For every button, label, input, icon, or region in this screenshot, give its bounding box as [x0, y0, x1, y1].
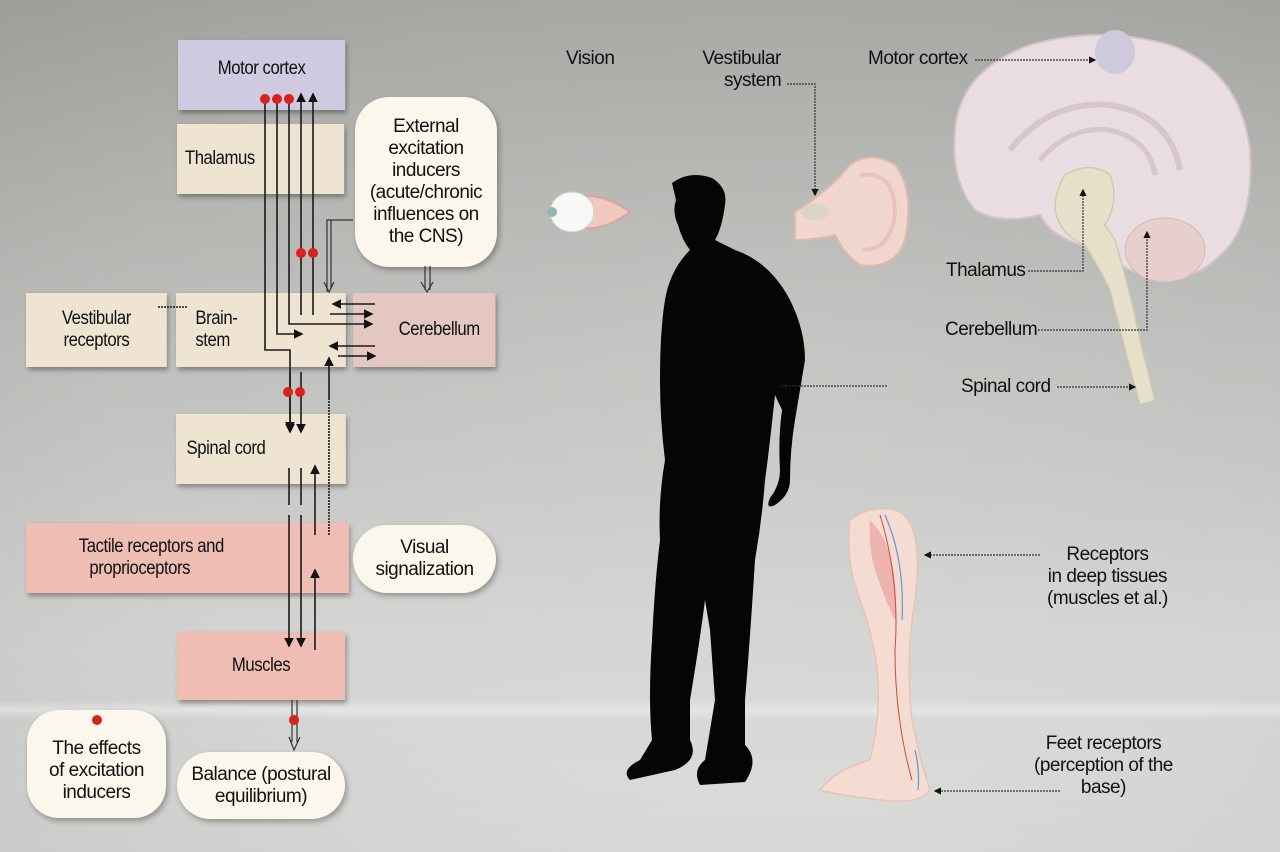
muscles-box-label: Muscles: [231, 655, 291, 676]
cerebellum-box-label: Cerebellum: [398, 319, 481, 340]
brainstem-line2: stem: [195, 330, 230, 351]
balance-line: equilibrium): [214, 785, 308, 807]
deep-receptors-line: in deep tissues: [1047, 566, 1168, 587]
external-inducers-bubble: External excitation inducers (acute/chro…: [355, 97, 497, 267]
tactile-line2: proprioceptors: [89, 558, 191, 579]
spinal-cord-label: Spinal cord: [961, 376, 1051, 397]
thalamus-box-label: Thalamus: [184, 148, 255, 169]
effects-legend-bubble: The effects of excitation inducers: [27, 710, 166, 818]
spinal-cord-box-label: Spinal cord: [186, 438, 266, 459]
thalamus-box: Thalamus: [177, 124, 345, 194]
deep-receptors-line: (muscles et al.): [1047, 588, 1168, 609]
cerebellum-label: Cerebellum: [945, 319, 1038, 340]
deep-receptors-line: Receptors: [1066, 544, 1149, 565]
external-inducers-line: the CNS): [388, 226, 464, 247]
deep-receptors-label: Receptors in deep tissues (muscles et al…: [1047, 544, 1168, 610]
brainstem-box: Brain- stem: [176, 293, 346, 367]
vestibular-system-line2: system: [724, 70, 782, 91]
balance-line: Balance (postural: [191, 763, 331, 785]
visual-signalization-line: Visual: [400, 537, 449, 558]
external-inducers-line: External: [393, 116, 459, 137]
tactile-line1: Tactile receptors and: [78, 536, 224, 557]
balance-bubble: Balance (postural equilibrium): [177, 752, 345, 819]
motor-cortex-label: Motor cortex: [868, 48, 968, 69]
floor-highlight: [0, 700, 1280, 720]
vestibular-system-line1: Vestibular: [702, 48, 781, 69]
visual-signalization-line: signalization: [375, 559, 474, 580]
feet-receptors-line: base): [1080, 777, 1127, 798]
motor-cortex-box: Motor cortex: [178, 40, 346, 110]
spinal-cord-box: Spinal cord: [176, 414, 346, 484]
external-inducers-line: inducers: [392, 160, 460, 181]
thalamus-label: Thalamus: [946, 260, 1026, 281]
cerebellum-box: Cerebellum: [353, 293, 496, 367]
feet-receptors-line: Feet receptors: [1045, 733, 1162, 754]
vestibular-receptors-line1: Vestibular: [61, 308, 131, 329]
muscles-box: Muscles: [177, 632, 346, 700]
brainstem-line1: Brain-: [195, 308, 238, 329]
vestibular-receptors-line2: receptors: [63, 330, 130, 351]
visual-signalization-bubble: Visual signalization: [353, 525, 496, 593]
effects-legend-line: of excitation: [49, 760, 144, 781]
vestibular-system-label: Vestibular system: [702, 48, 781, 92]
external-inducers-line: influences on: [373, 204, 479, 225]
effects-legend-line: The effects: [52, 738, 141, 759]
tactile-receptors-box: Tactile receptors and proprioceptors: [26, 523, 349, 593]
external-inducers-line: (acute/chronic: [369, 182, 483, 203]
vestibular-receptors-box: Vestibular receptors: [26, 293, 167, 367]
feet-receptors-line: (perception of the: [1034, 755, 1173, 776]
motor-cortex-box-label: Motor cortex: [217, 58, 306, 79]
external-inducers-line: excitation: [388, 138, 464, 159]
effects-legend-line: inducers: [62, 782, 131, 803]
feet-receptors-label: Feet receptors (perception of the base): [1034, 733, 1173, 799]
vision-label: Vision: [566, 48, 615, 69]
